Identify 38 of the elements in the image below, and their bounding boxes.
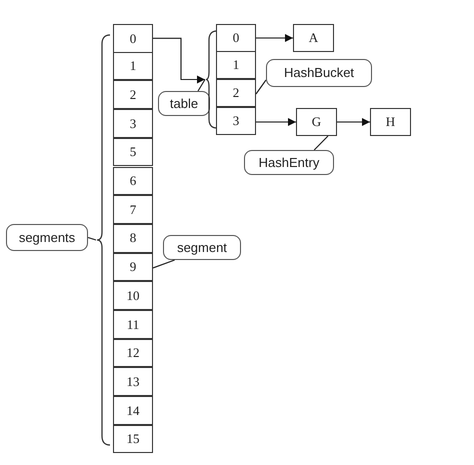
arrow	[256, 34, 293, 42]
leader-line	[314, 136, 328, 150]
array-cell: 3	[113, 109, 153, 138]
array-cell: 0	[113, 24, 153, 53]
arrow	[153, 38, 205, 84]
curly-brace	[205, 30, 217, 129]
array-cell: 2	[113, 80, 153, 110]
curly-brace	[96, 34, 110, 446]
array-cell: 9	[113, 252, 153, 282]
entry-box: A	[293, 24, 334, 52]
callout-bubble: table	[158, 91, 210, 116]
array-cell: 10	[113, 281, 153, 310]
entry-box: G	[296, 108, 337, 136]
array-cell: 15	[113, 424, 153, 454]
array-cell: 2	[216, 79, 256, 107]
array-cell: 3	[216, 107, 256, 135]
array-cell: 1	[216, 51, 256, 79]
array-cell: 11	[113, 310, 153, 339]
entry-box: H	[370, 108, 411, 136]
leader-line	[88, 236, 96, 241]
leader-line	[152, 259, 175, 268]
array-cell: 1	[113, 52, 153, 80]
callout-bubble: HashBucket	[266, 59, 372, 87]
array-cell: 14	[113, 396, 153, 425]
array-cell: 5	[113, 138, 153, 166]
array-cell: 0	[216, 24, 256, 52]
leader-line	[198, 79, 206, 92]
array-cell: 8	[113, 224, 153, 253]
arrow	[256, 118, 296, 126]
array-cell: 6	[113, 166, 153, 196]
leader-line	[256, 80, 266, 94]
array-cell: 13	[113, 367, 153, 396]
arrow	[337, 118, 370, 126]
callout-bubble: segment	[163, 235, 241, 260]
array-cell: 12	[113, 338, 153, 368]
callout-bubble: segments	[6, 224, 88, 251]
array-cell: 7	[113, 195, 153, 224]
callout-bubble: HashEntry	[244, 150, 334, 175]
